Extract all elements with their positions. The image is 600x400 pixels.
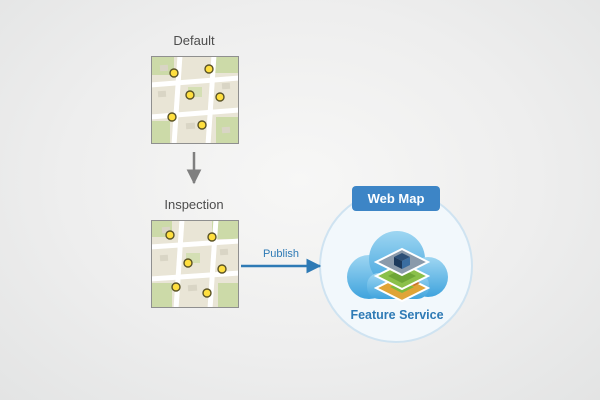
web-map-badge: Web Map — [352, 186, 440, 211]
publish-label: Publish — [262, 248, 300, 260]
map-thumbnail-art-default — [152, 57, 238, 143]
map-thumbnail-art-inspection — [152, 221, 238, 307]
default-map-label: Default — [173, 33, 215, 48]
layer-stack-icon — [373, 247, 431, 314]
cube-glyph — [394, 253, 410, 269]
inspection-map-label: Inspection — [164, 197, 224, 212]
default-map-thumbnail — [151, 56, 239, 144]
inspection-map-thumbnail — [151, 220, 239, 308]
feature-service-label: Feature Service — [350, 308, 444, 322]
layer-stack-art — [373, 247, 431, 303]
web-map-badge-label: Web Map — [367, 191, 425, 206]
